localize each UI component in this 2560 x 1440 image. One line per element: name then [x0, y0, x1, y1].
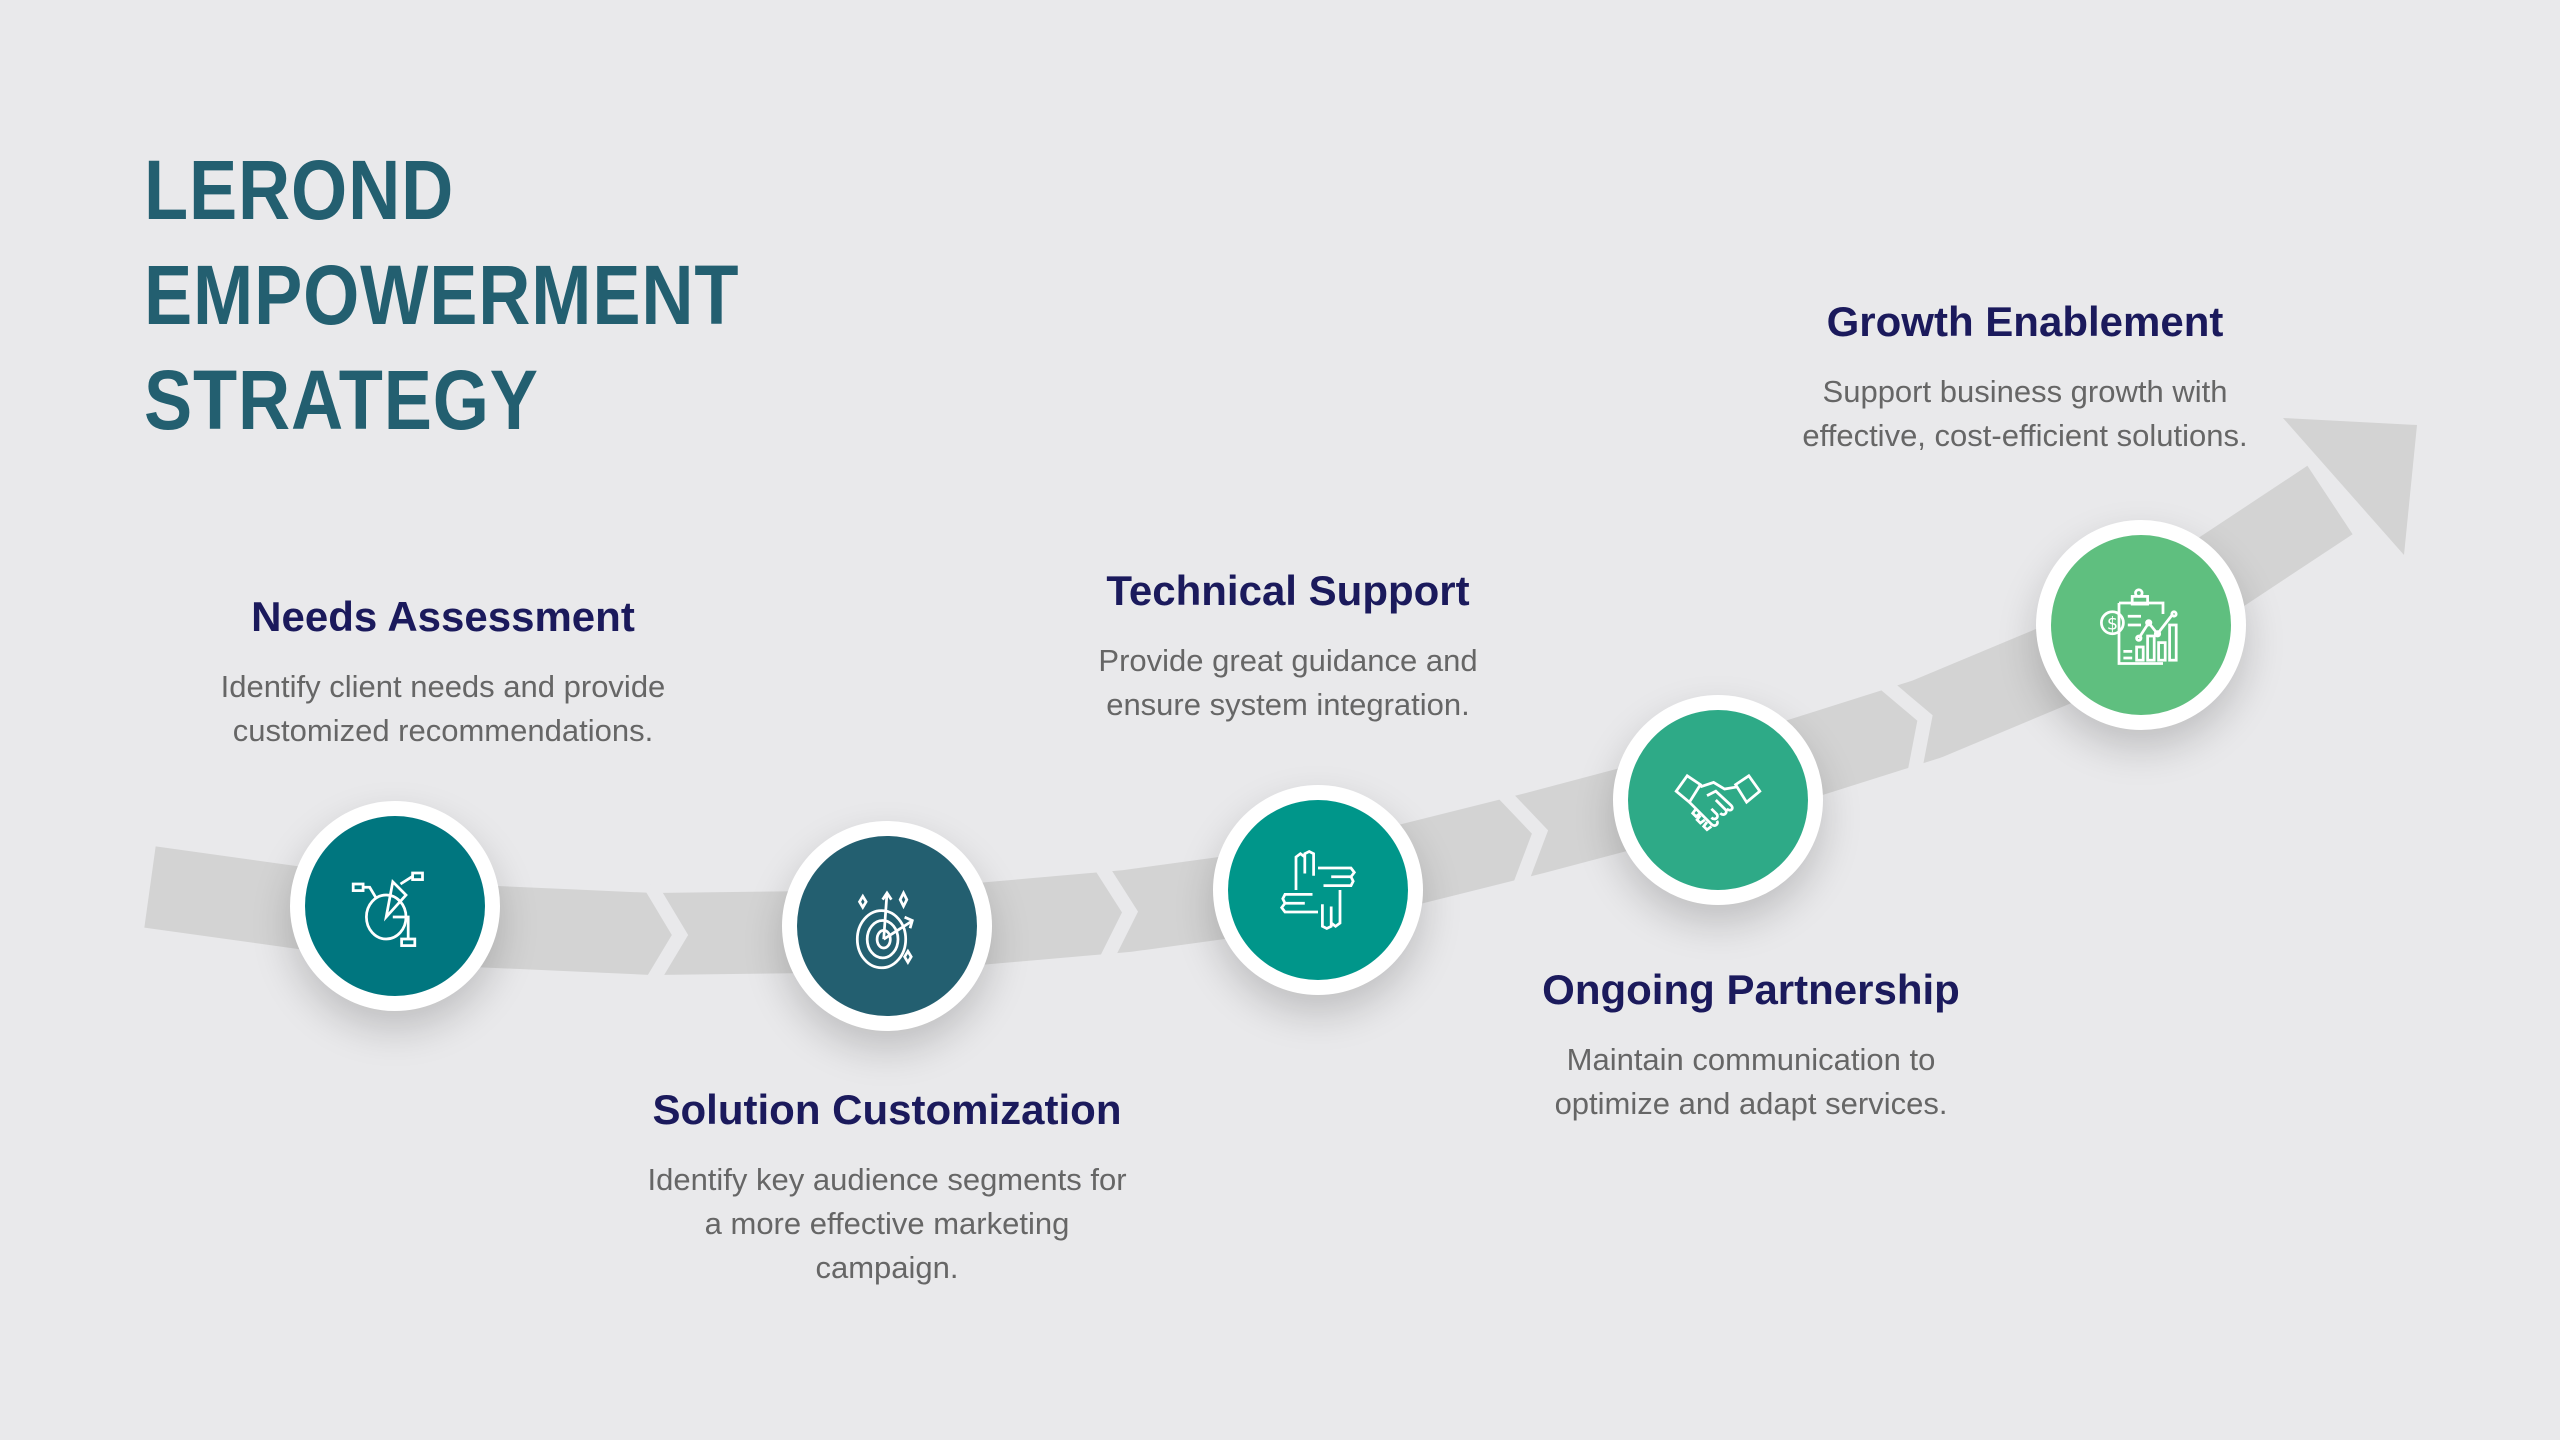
step-node-needs-assessment	[290, 801, 500, 1011]
desc-line: Identify key audience segments for	[647, 1162, 1127, 1197]
step-description: Provide great guidance and ensure system …	[1008, 639, 1568, 727]
desc-line: effective, cost-efficient solutions.	[1802, 418, 2248, 453]
desc-line: campaign.	[815, 1250, 959, 1285]
title-line: STRATEGY	[144, 353, 539, 447]
step-solution-customization: Solution Customization Identify key audi…	[607, 1084, 1167, 1290]
step-description: Identify client needs and provide customi…	[163, 665, 723, 753]
svg-text:$: $	[2107, 614, 2118, 634]
step-title: Ongoing Partnership	[1542, 966, 1960, 1013]
desc-line: Support business growth with	[1822, 374, 2228, 409]
step-node-solution-customization	[782, 821, 992, 1031]
step-title: Solution Customization	[652, 1086, 1122, 1133]
target-icon	[855, 889, 914, 970]
desc-line: customized recommendations.	[232, 713, 654, 748]
step-node-ongoing-partnership	[1613, 695, 1823, 905]
arrow-head	[2283, 418, 2417, 555]
step-ongoing-partnership: Ongoing Partnership Maintain communicati…	[1471, 964, 2031, 1126]
desc-line: a more effective marketing	[704, 1206, 1070, 1241]
teamwork-hands-icon	[1279, 849, 1357, 931]
step-description: Support business growth with effective, c…	[1745, 370, 2305, 458]
step-technical-support: Technical Support Provide great guidance…	[1008, 565, 1568, 727]
desc-line: optimize and adapt services.	[1554, 1086, 1948, 1121]
step-title: Growth Enablement	[1826, 298, 2224, 345]
handshake-icon	[1674, 773, 1762, 832]
desc-line: Maintain communication to	[1566, 1042, 1936, 1077]
step-title: Technical Support	[1106, 567, 1470, 614]
title-line: EMPOWERMENT	[144, 248, 740, 342]
chevron-gaps	[643, 674, 1933, 989]
desc-line: Provide great guidance and	[1098, 643, 1478, 678]
step-description: Identify key audience segments for a more…	[607, 1158, 1167, 1290]
page-title: LEROND EMPOWERMENT STRATEGY	[144, 138, 739, 453]
step-growth-enablement: Growth Enablement Support business growt…	[1745, 296, 2305, 458]
step-title: Needs Assessment	[251, 593, 635, 640]
financial-report-icon: $	[2100, 588, 2178, 665]
desc-line: ensure system integration.	[1106, 687, 1470, 722]
step-node-technical-support	[1213, 785, 1423, 995]
pie-chart-icon	[351, 871, 424, 947]
step-description: Maintain communication to optimize and ad…	[1471, 1038, 2031, 1126]
desc-line: Identify client needs and provide	[220, 669, 666, 704]
step-needs-assessment: Needs Assessment Identify client needs a…	[163, 591, 723, 753]
step-node-growth-enablement: $	[2036, 520, 2246, 730]
title-line: LEROND	[144, 143, 455, 237]
